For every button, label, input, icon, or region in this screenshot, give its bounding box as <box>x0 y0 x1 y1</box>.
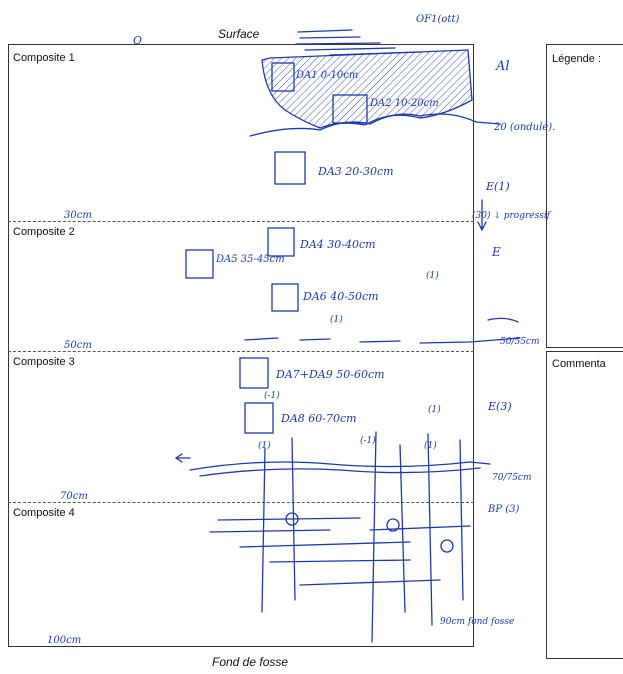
hw-sample-2: DA2 10-20cm <box>369 98 439 109</box>
hw-mark-4: (1) <box>258 440 271 451</box>
hw-sample-6: DA6 40-50cm <box>302 290 379 303</box>
hw-depth-5055: 50/55cm <box>500 337 540 347</box>
hw-sample-3: DA3 20-30cm <box>317 165 394 178</box>
hw-depth-70: 70cm <box>60 491 88 502</box>
hw-horizon-e3: E(3) <box>487 400 512 413</box>
composite-4-label: Composite 4 <box>13 507 75 519</box>
hw-mark-2: (-1) <box>264 390 280 401</box>
hw-sample-1: DA1 0-10cm <box>295 70 358 81</box>
surface-label: Surface <box>218 27 260 41</box>
hw-top-o: O <box>133 34 142 47</box>
hw-depth-50: 50cm <box>64 340 92 351</box>
composite-2-label: Composite 2 <box>13 226 75 238</box>
hw-depth-100: 100cm <box>47 635 81 646</box>
hw-fond-fosse-note: 90cm fond fosse <box>440 617 514 627</box>
separator-composite-3 <box>8 351 474 352</box>
bottom-label: Fond de fosse <box>212 655 289 669</box>
hw-sample-5: DA5 35-45cm <box>215 254 285 265</box>
hw-mark-6: (1) <box>424 440 437 451</box>
legend-panel <box>546 44 623 348</box>
hw-depth-7075: 70/75cm <box>492 473 532 483</box>
separator-composite-2 <box>8 221 474 222</box>
hw-sample-8: DA8 60-70cm <box>280 412 357 425</box>
hw-mark-3: (1) <box>428 404 441 415</box>
hw-sample-7: DA7+DA9 50-60cm <box>275 368 385 381</box>
hw-sample-4: DA4 30-40cm <box>299 238 376 251</box>
hw-mark-paren-1: (1) <box>330 314 343 325</box>
hw-horizon-e: E <box>491 245 501 259</box>
hw-progressif: (30) ↓ progressif <box>472 210 552 221</box>
hw-top-note: OF1(ott) <box>416 14 459 25</box>
hw-horizon-e1: E(1) <box>485 180 510 193</box>
hw-horizon-al: Al <box>495 59 510 74</box>
hw-horizon-bp: BP (3) <box>487 504 520 515</box>
profile-frame <box>8 44 474 647</box>
legend-label: Légende : <box>552 53 601 65</box>
separator-composite-4 <box>8 502 474 503</box>
comments-label: Commenta <box>552 358 606 370</box>
hw-mark-5: (-1) <box>360 435 376 446</box>
hw-horizon-20: 20 (ondulé). <box>493 122 555 133</box>
composite-1-label: Composite 1 <box>13 52 75 64</box>
hw-depth-30: 30cm <box>64 210 92 221</box>
hw-mark-1: (1) <box>426 270 439 281</box>
comments-panel <box>546 351 623 659</box>
composite-3-label: Composite 3 <box>13 356 75 368</box>
